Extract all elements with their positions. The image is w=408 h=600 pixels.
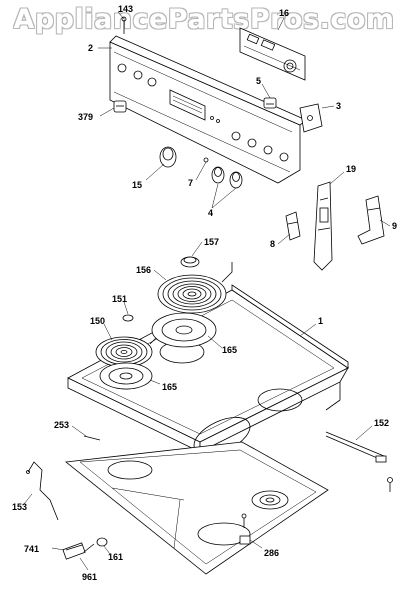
receptacle-157[interactable]	[180, 256, 200, 268]
leader-lines	[23, 11, 391, 571]
wire-153[interactable]	[26, 461, 59, 521]
callout-150: 150	[90, 316, 105, 326]
callout-379: 379	[78, 112, 93, 122]
callout-165-upper: 165	[222, 345, 237, 355]
callout-5: 5	[256, 76, 261, 86]
callout-286: 286	[264, 548, 279, 558]
bracket-3[interactable]	[299, 103, 323, 133]
callout-143: 143	[118, 4, 133, 14]
callout-961: 961	[82, 572, 97, 582]
callout-15: 15	[132, 180, 142, 190]
terminal-block-961[interactable]	[62, 542, 95, 560]
screw-143[interactable]	[121, 16, 127, 34]
bracket-9[interactable]	[357, 195, 385, 245]
clock-timer-board[interactable]	[239, 27, 306, 81]
callout-153: 153	[12, 502, 27, 512]
callout-19: 19	[346, 164, 356, 174]
callout-741: 741	[24, 544, 39, 554]
callout-152: 152	[374, 418, 389, 428]
drip-bowl-lower[interactable]	[99, 362, 153, 390]
callout-3: 3	[336, 101, 341, 111]
bracket-8[interactable]	[285, 211, 301, 241]
callout-labels: 143 16 2 5 3 379 15 7 4 19 9 8 157 156 1…	[12, 4, 397, 582]
part-7[interactable]	[203, 157, 209, 163]
callout-4: 4	[208, 208, 213, 218]
part-161[interactable]	[96, 537, 108, 547]
knob-4b[interactable]	[229, 171, 243, 189]
callout-16: 16	[279, 8, 289, 18]
rod-152[interactable]	[325, 431, 387, 463]
callout-156: 156	[136, 265, 151, 275]
part-379[interactable]	[113, 100, 127, 113]
callout-165-lower: 165	[162, 382, 177, 392]
callout-161: 161	[108, 552, 123, 562]
callout-2: 2	[88, 43, 93, 53]
surface-element-large[interactable]	[157, 262, 233, 314]
callout-1: 1	[318, 316, 323, 326]
switch-5[interactable]	[263, 97, 277, 109]
drip-bowl-upper[interactable]	[151, 312, 217, 348]
callout-151: 151	[112, 294, 127, 304]
callout-8: 8	[270, 239, 275, 249]
burner-box-bottom-pan[interactable]	[64, 435, 329, 575]
callout-253: 253	[54, 420, 69, 430]
part-151[interactable]	[122, 314, 134, 322]
knob-4a[interactable]	[211, 166, 225, 184]
control-panel-backguard[interactable]	[109, 35, 307, 184]
bracket-19[interactable]	[313, 181, 333, 271]
callout-7: 7	[188, 178, 193, 188]
callout-9: 9	[392, 221, 397, 231]
screw-152[interactable]	[387, 477, 393, 493]
callout-157: 157	[204, 237, 219, 247]
knob-15[interactable]	[159, 146, 177, 168]
